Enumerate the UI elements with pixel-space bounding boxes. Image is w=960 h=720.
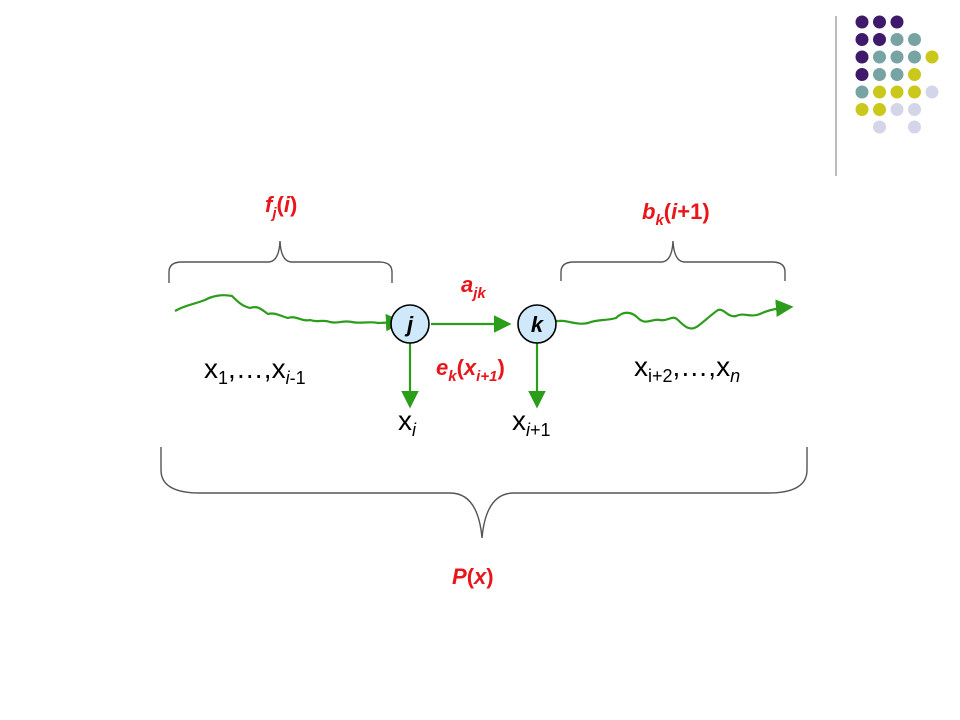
left-brace: [168, 240, 393, 283]
decorative-dot: [855, 103, 869, 116]
decorative-dot: [855, 68, 869, 81]
forward-label: fj(i): [265, 192, 297, 222]
node-label-j: j: [404, 312, 414, 337]
decorative-dot: [908, 103, 921, 116]
right-sequence-wave: [552, 299, 794, 330]
decorative-dot: [855, 50, 869, 64]
transition-label: ajk: [461, 272, 486, 302]
decorative-dot-grid: [855, 15, 939, 134]
decorative-dot: [908, 33, 921, 46]
decorative-dot: [873, 33, 886, 46]
decorative-dot: [890, 33, 904, 46]
decorative-dot: [873, 50, 886, 64]
decorative-dot: [855, 85, 869, 99]
decorative-dot: [855, 15, 869, 29]
emitted-symbol-xi: xi: [398, 405, 417, 440]
right-brace: [560, 240, 786, 281]
decorative-dot: [890, 68, 904, 81]
total-probability-label: P(x): [452, 564, 494, 589]
decorative-dot: [873, 120, 886, 134]
decorative-dot: [908, 85, 921, 99]
decorative-dot: [890, 103, 904, 116]
emitted-symbol-xi1: xi+1: [512, 405, 551, 440]
decorative-dot: [890, 85, 904, 99]
decorative-dot: [855, 33, 869, 46]
emission-label: ek(xi+1): [436, 355, 505, 385]
decorative-dot: [908, 50, 921, 64]
decorative-dot: [873, 15, 886, 29]
decorative-dot: [925, 50, 939, 64]
decorative-dot: [873, 85, 886, 99]
state-node-k: k: [517, 304, 557, 344]
right-sequence-label: xi+2,…,xn: [634, 351, 740, 386]
left-sequence-wave: [174, 294, 404, 332]
node-label-k: k: [531, 312, 545, 337]
bottom-brace: [160, 447, 808, 539]
decorative-dot: [873, 68, 886, 81]
left-sequence-label: x1,…,xi-1: [204, 353, 306, 388]
decorative-dot: [890, 50, 904, 64]
state-node-j: j: [390, 304, 430, 344]
decorative-dot: [908, 68, 921, 81]
decorative-dot: [873, 103, 886, 116]
decorative-dot: [908, 120, 921, 134]
backward-label: bk(i+1): [642, 199, 710, 229]
decorative-dot: [925, 85, 939, 99]
decorative-dot: [890, 15, 904, 29]
